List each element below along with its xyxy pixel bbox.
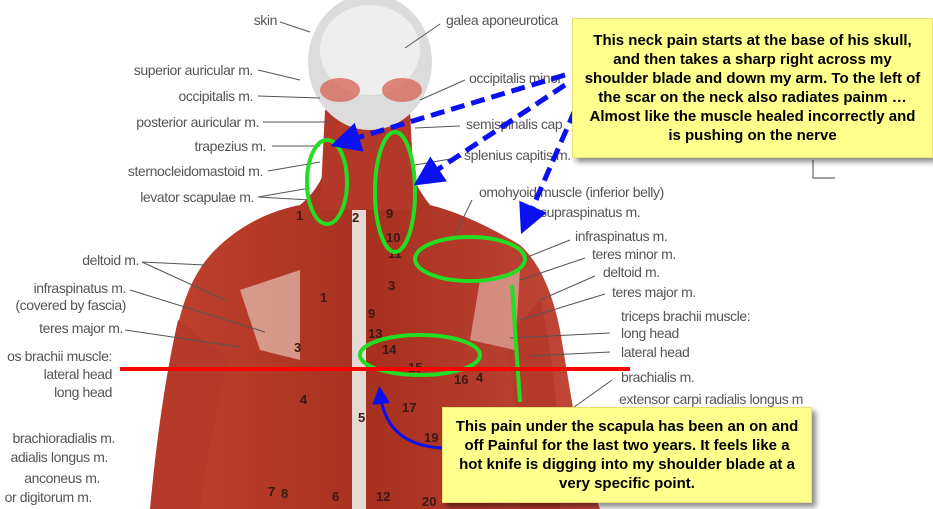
spine <box>352 210 366 509</box>
label-semispinalis: semispinalis cap <box>466 116 563 132</box>
label-radialis-longus: adialis longus m. <box>10 449 109 465</box>
body-number: 17 <box>402 400 417 415</box>
arrow-to-scapula <box>372 386 443 450</box>
body-number: 10 <box>386 230 401 245</box>
label-brachialis: brachialis m. <box>621 369 695 385</box>
label-teres-major: teres major m. <box>39 320 123 336</box>
label-omohyoid: omohyoid muscle (inferior belly) <box>479 184 664 200</box>
label-brachioradialis: brachioradialis m. <box>12 430 115 446</box>
body-number: 13 <box>368 326 383 341</box>
pain-circle-scapula <box>358 333 482 377</box>
label-triceps-right: triceps brachii muscle: <box>621 308 751 324</box>
label-skin: skin <box>253 12 278 28</box>
label-infraspinatus: infraspinatus m. <box>33 280 127 296</box>
scapula-right <box>470 270 520 350</box>
body-number: 8 <box>281 486 289 501</box>
label-occipitalis: occipitalis m. <box>178 88 253 104</box>
body-number: 3 <box>388 278 396 293</box>
body-number: 4 <box>476 370 484 385</box>
body-number: 16 <box>454 372 469 387</box>
label-sternocleidomastoid: sternocleidomastoid m. <box>127 163 264 179</box>
scapula-left <box>240 270 300 360</box>
body-number: 19 <box>424 430 439 445</box>
label-long-head-right: long head <box>621 325 679 341</box>
body-number: 4 <box>300 392 308 407</box>
label-posterior-auricular: posterior auricular m. <box>136 114 259 130</box>
pain-circle-neck-left <box>305 138 349 226</box>
body-number: 2 <box>352 210 360 225</box>
pain-circle-neck-right <box>373 130 417 254</box>
label-lateral-head: lateral head <box>43 366 113 382</box>
label-splenius-capitis: splenius capitis m. <box>464 147 571 163</box>
label-infraspinatus-right: infraspinatus m. <box>575 228 668 244</box>
body-number: 1 <box>296 208 304 223</box>
body-number: 12 <box>376 489 391 504</box>
arrow-to-shoulder <box>519 109 578 235</box>
label-galea-aponeurotica: galea aponeurotica <box>446 12 558 28</box>
label-anconeus: anconeus m. <box>24 470 100 486</box>
label-superior-auricular: superior auricular m. <box>133 62 254 78</box>
body-number: 20 <box>422 494 437 509</box>
label-deltoid-right: deltoid m. <box>603 264 660 280</box>
label-deltoid: deltoid m. <box>82 252 139 268</box>
label-covered-by-fascia: (covered by fascia) <box>15 297 126 313</box>
body-number: 9 <box>368 306 376 321</box>
label-long-head: long head <box>54 384 112 400</box>
label-digitorum: or digitorum m. <box>4 489 93 505</box>
label-lateral-head-right: lateral head <box>621 344 690 360</box>
body-number: 3 <box>294 340 302 355</box>
body-number: 9 <box>386 206 394 221</box>
arrow-to-neck-left <box>330 72 566 152</box>
arrow-to-neck-right <box>413 82 567 186</box>
body-number: 14 <box>382 342 397 357</box>
label-levator-scapulae: levator scapulae m. <box>140 189 254 205</box>
label-trapezius: trapezius m. <box>194 138 267 154</box>
label-triceps-brachii: os brachii muscle: <box>7 348 112 364</box>
body-number: 7 <box>268 484 276 499</box>
callout-neck-pain: This neck pain starts at the base of his… <box>572 18 933 158</box>
pain-line-arm <box>510 284 522 403</box>
label-teres-major-right: teres major m. <box>612 284 696 300</box>
body-number: 5 <box>358 410 366 425</box>
label-teres-minor: teres minor m. <box>592 246 676 262</box>
body-number: 1 <box>320 290 328 305</box>
pain-circle-shoulder <box>413 235 527 283</box>
callout-scapula-pain: This pain under the scapula has been an … <box>442 407 812 503</box>
body-number: 6 <box>332 489 340 504</box>
label-extensor-carpi: extensor carpi radialis longus m <box>619 391 804 407</box>
label-supraspinatus: supraspinatus m. <box>540 204 641 220</box>
